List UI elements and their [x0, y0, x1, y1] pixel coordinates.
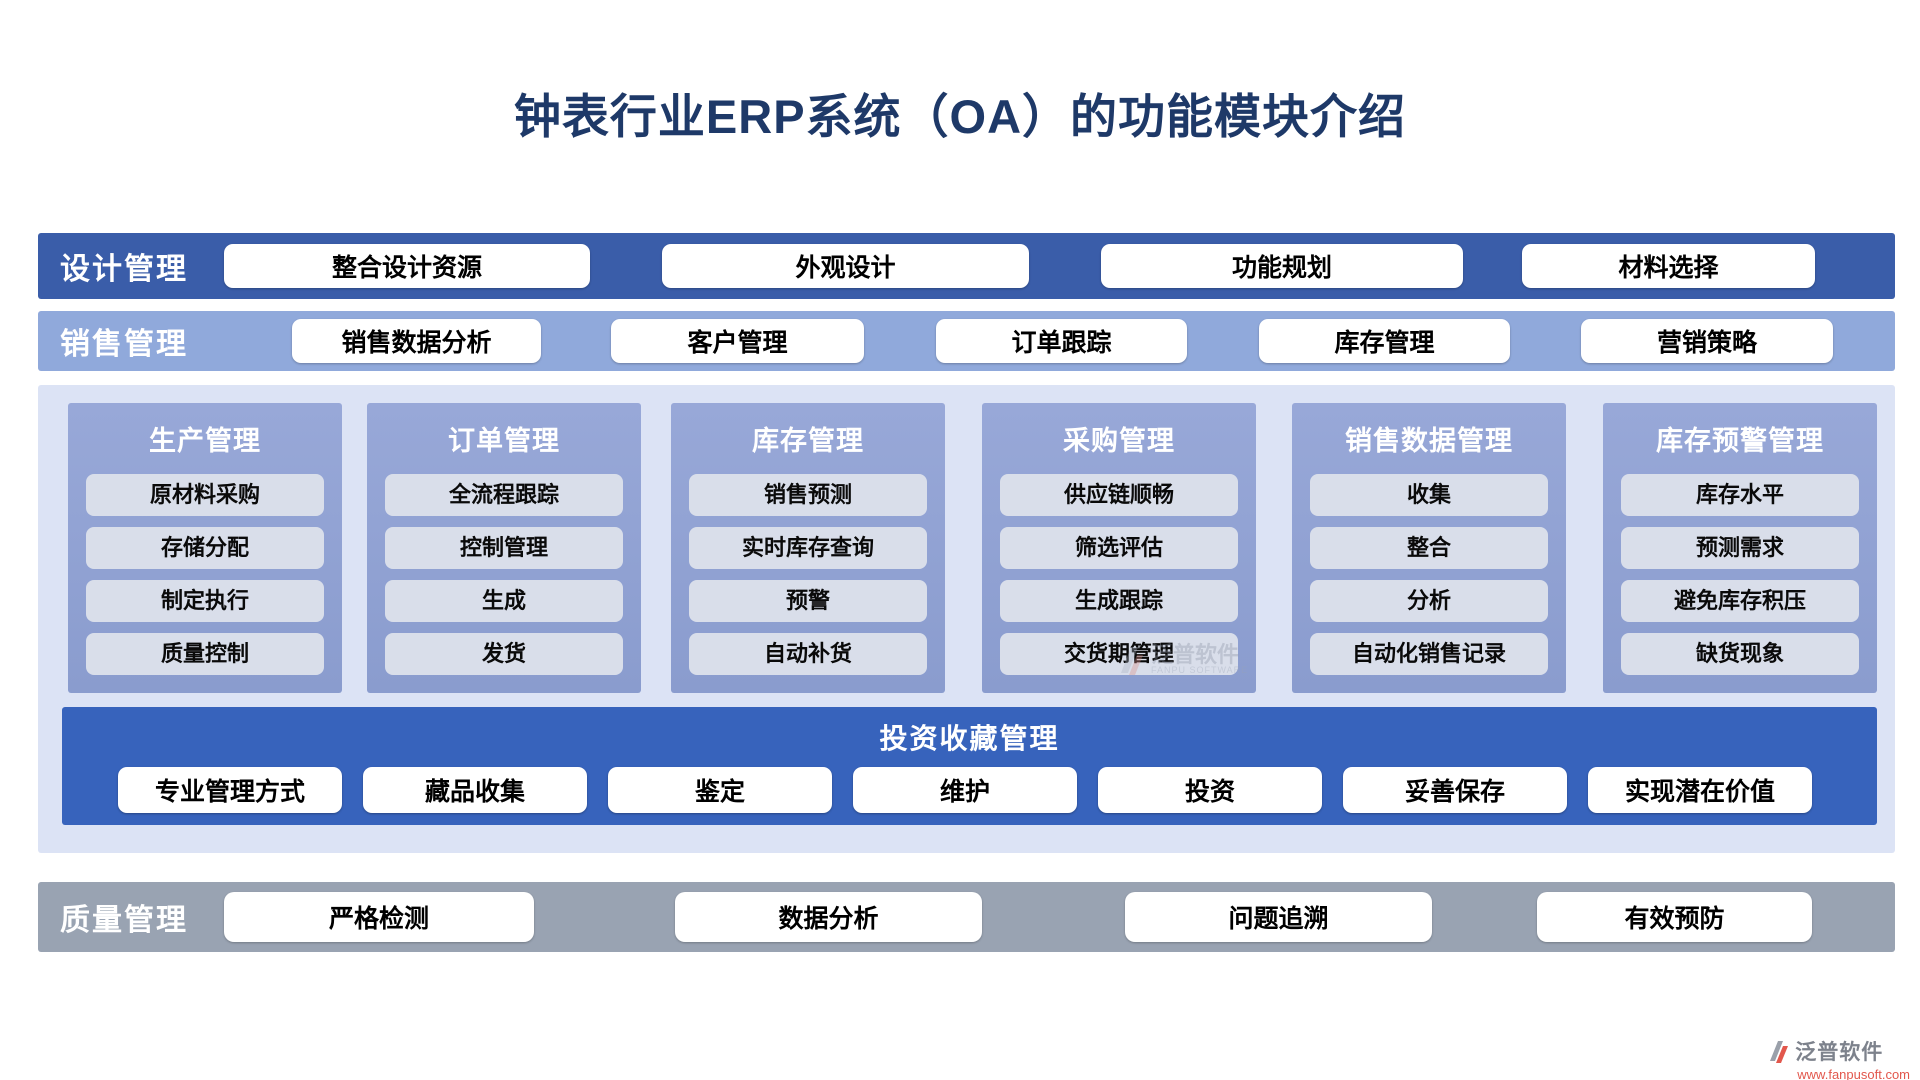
- investment-item-button[interactable]: 妥善保存: [1343, 767, 1567, 813]
- column-production: 生产管理 原材料采购 存储分配 制定执行 质量控制: [68, 403, 342, 693]
- design-module-button[interactable]: 整合设计资源: [224, 244, 590, 288]
- column-sales-data: 销售数据管理 收集 整合 分析 自动化销售记录: [1292, 403, 1566, 693]
- column-title: 库存预警管理: [1656, 426, 1824, 456]
- design-module-button[interactable]: 材料选择: [1522, 244, 1815, 288]
- column-item-button[interactable]: 避免库存积压: [1621, 580, 1859, 622]
- column-title: 销售数据管理: [1345, 426, 1513, 456]
- design-module-button[interactable]: 功能规划: [1101, 244, 1463, 288]
- column-purchasing: 采购管理 供应链顺畅 筛选评估 生成跟踪 交货期管理: [982, 403, 1256, 693]
- column-item-button[interactable]: 全流程跟踪: [385, 474, 623, 516]
- design-module-button[interactable]: 外观设计: [662, 244, 1029, 288]
- column-item-button[interactable]: 存储分配: [86, 527, 324, 569]
- investment-collection-band: 投资收藏管理 专业管理方式 藏品收集 鉴定 维护 投资 妥善保存 实现潜在价值: [62, 707, 1877, 825]
- column-title: 采购管理: [1063, 426, 1175, 456]
- column-item-button[interactable]: 控制管理: [385, 527, 623, 569]
- column-title: 订单管理: [448, 426, 560, 456]
- investment-item-button[interactable]: 投资: [1098, 767, 1322, 813]
- quality-management-band: 质量管理 严格检测 数据分析 问题追溯 有效预防: [38, 882, 1895, 952]
- sales-management-label: 销售管理: [60, 328, 188, 361]
- fanpu-logo-icon: [1770, 1041, 1789, 1063]
- quality-module-button[interactable]: 问题追溯: [1125, 892, 1432, 942]
- column-item-button[interactable]: 自动补货: [689, 633, 927, 675]
- column-inventory: 库存管理 销售预测 实时库存查询 预警 自动补货: [671, 403, 945, 693]
- column-stock-alert: 库存预警管理 库存水平 预测需求 避免库存积压 缺货现象: [1603, 403, 1877, 693]
- quality-module-button[interactable]: 数据分析: [675, 892, 982, 942]
- column-item-button[interactable]: 生成: [385, 580, 623, 622]
- sales-module-button[interactable]: 订单跟踪: [936, 319, 1187, 363]
- sales-management-band: 销售管理 销售数据分析 客户管理 订单跟踪 库存管理 营销策略: [38, 311, 1895, 371]
- investment-item-button[interactable]: 鉴定: [608, 767, 832, 813]
- column-item-button[interactable]: 分析: [1310, 580, 1548, 622]
- column-item-button[interactable]: 质量控制: [86, 633, 324, 675]
- quality-module-button[interactable]: 严格检测: [224, 892, 534, 942]
- watermark-brand: 泛普软件: [1795, 1041, 1884, 1064]
- investment-collection-title: 投资收藏管理: [879, 723, 1060, 754]
- column-item-button[interactable]: 整合: [1310, 527, 1548, 569]
- sales-module-button[interactable]: 营销策略: [1581, 319, 1833, 363]
- sales-module-button[interactable]: 客户管理: [611, 319, 864, 363]
- watermark-corner: 泛普软件 www.fanpusoft.com: [1767, 1036, 1910, 1080]
- column-item-button[interactable]: 原材料采购: [86, 474, 324, 516]
- design-management-label: 设计管理: [60, 253, 188, 286]
- column-title: 库存管理: [752, 426, 864, 456]
- page-title: 钟表行业ERP系统（OA）的功能模块介绍: [513, 90, 1407, 143]
- investment-items: 专业管理方式 藏品收集 鉴定 维护 投资 妥善保存 实现潜在价值: [62, 767, 1877, 813]
- quality-management-label: 质量管理: [60, 904, 188, 937]
- column-item-button[interactable]: 交货期管理: [1000, 633, 1238, 675]
- investment-item-button[interactable]: 藏品收集: [363, 767, 587, 813]
- column-item-button[interactable]: 销售预测: [689, 474, 927, 516]
- column-item-button[interactable]: 实时库存查询: [689, 527, 927, 569]
- design-management-band: 设计管理 整合设计资源 外观设计 功能规划 材料选择: [38, 233, 1895, 299]
- column-item-button[interactable]: 预警: [689, 580, 927, 622]
- quality-module-button[interactable]: 有效预防: [1537, 892, 1812, 942]
- investment-item-button[interactable]: 专业管理方式: [118, 767, 342, 813]
- column-item-button[interactable]: 缺货现象: [1621, 633, 1859, 675]
- column-item-button[interactable]: 自动化销售记录: [1310, 633, 1548, 675]
- sales-module-button[interactable]: 库存管理: [1259, 319, 1510, 363]
- watermark-url: www.fanpusoft.com: [1797, 1067, 1910, 1080]
- investment-item-button[interactable]: 维护: [853, 767, 1077, 813]
- column-item-button[interactable]: 发货: [385, 633, 623, 675]
- column-item-button[interactable]: 筛选评估: [1000, 527, 1238, 569]
- column-item-button[interactable]: 库存水平: [1621, 474, 1859, 516]
- column-item-button[interactable]: 制定执行: [86, 580, 324, 622]
- column-item-button[interactable]: 预测需求: [1621, 527, 1859, 569]
- column-item-button[interactable]: 收集: [1310, 474, 1548, 516]
- column-title: 生产管理: [149, 426, 261, 456]
- column-order: 订单管理 全流程跟踪 控制管理 生成 发货: [367, 403, 641, 693]
- column-item-button[interactable]: 生成跟踪: [1000, 580, 1238, 622]
- investment-item-button[interactable]: 实现潜在价值: [1588, 767, 1812, 813]
- column-item-button[interactable]: 供应链顺畅: [1000, 474, 1238, 516]
- modules-panel: 生产管理 原材料采购 存储分配 制定执行 质量控制 订单管理 全流程跟踪 控制管…: [38, 385, 1895, 853]
- sales-module-button[interactable]: 销售数据分析: [292, 319, 541, 363]
